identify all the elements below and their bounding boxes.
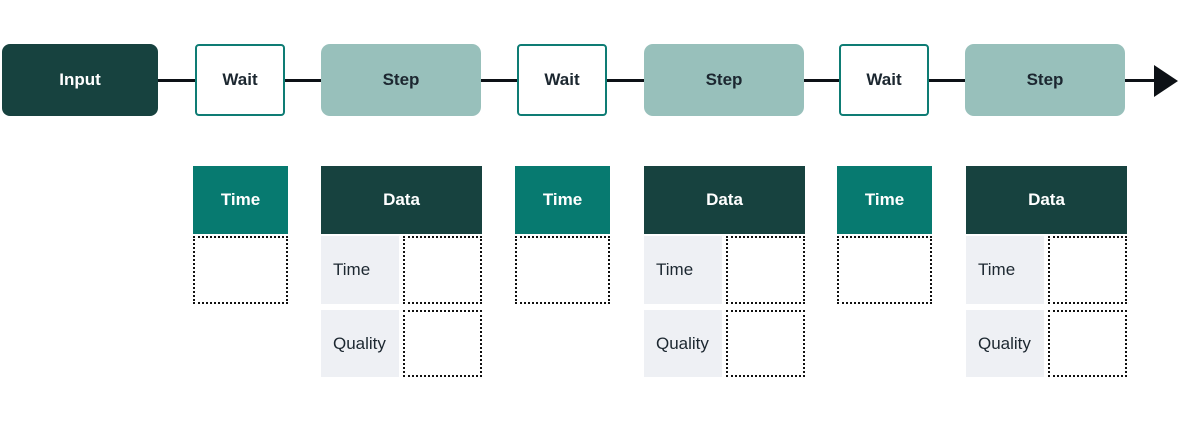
step-node-1: Step bbox=[321, 44, 481, 116]
data-table-1-header: Data bbox=[321, 166, 482, 234]
flow-connector-line bbox=[120, 79, 1160, 82]
wait-node-2: Wait bbox=[517, 44, 607, 116]
step-node-2: Step bbox=[644, 44, 804, 116]
time-table-3-header: Time bbox=[837, 166, 932, 234]
arrow-right-icon bbox=[1154, 65, 1178, 97]
input-node-label: Input bbox=[59, 70, 101, 89]
data-table-1-row-quality-empty-cell bbox=[403, 310, 482, 377]
data-table-3-row-quality-empty-cell bbox=[1048, 310, 1127, 377]
row-label-text: Quality bbox=[656, 333, 709, 353]
data-table-3-header: Data bbox=[966, 166, 1127, 234]
wait-node-label: Wait bbox=[866, 70, 902, 89]
data-table-2-header: Data bbox=[644, 166, 805, 234]
row-label-text: Quality bbox=[333, 333, 386, 353]
data-table-3-row-time-label: Time bbox=[966, 236, 1044, 304]
data-table-header-label: Data bbox=[1028, 190, 1065, 209]
data-table-2-row-time-label: Time bbox=[644, 236, 722, 304]
wait-node-3: Wait bbox=[839, 44, 929, 116]
time-table-header-label: Time bbox=[542, 190, 583, 209]
time-table-1-header: Time bbox=[193, 166, 288, 234]
data-table-3-row-time-empty-cell bbox=[1048, 236, 1127, 304]
step-node-3: Step bbox=[965, 44, 1125, 116]
input-node: Input bbox=[2, 44, 158, 116]
row-label-text: Time bbox=[656, 260, 694, 279]
step-node-label: Step bbox=[1026, 70, 1064, 89]
row-label-text: Quality bbox=[978, 333, 1031, 353]
time-table-2-header: Time bbox=[515, 166, 610, 234]
data-table-2-row-quality-empty-cell bbox=[726, 310, 805, 377]
data-table-1-row-time-empty-cell bbox=[403, 236, 482, 304]
data-table-1-row-quality-label: Quality bbox=[321, 310, 399, 377]
row-label-text: Time bbox=[333, 260, 371, 279]
data-table-header-label: Data bbox=[706, 190, 743, 209]
wait-node-label: Wait bbox=[222, 70, 258, 89]
wait-node-1: Wait bbox=[195, 44, 285, 116]
time-table-2-empty-cell bbox=[515, 236, 610, 304]
data-table-3-row-quality-label: Quality bbox=[966, 310, 1044, 377]
time-table-header-label: Time bbox=[864, 190, 905, 209]
wait-node-label: Wait bbox=[544, 70, 580, 89]
step-node-label: Step bbox=[705, 70, 743, 89]
data-table-header-label: Data bbox=[383, 190, 420, 209]
time-table-3-empty-cell bbox=[837, 236, 932, 304]
data-table-2-row-time-empty-cell bbox=[726, 236, 805, 304]
step-node-label: Step bbox=[382, 70, 420, 89]
data-table-2-row-quality-label: Quality bbox=[644, 310, 722, 377]
data-table-1-row-time-label: Time bbox=[321, 236, 399, 304]
time-table-header-label: Time bbox=[220, 190, 261, 209]
time-table-1-empty-cell bbox=[193, 236, 288, 304]
row-label-text: Time bbox=[978, 260, 1016, 279]
